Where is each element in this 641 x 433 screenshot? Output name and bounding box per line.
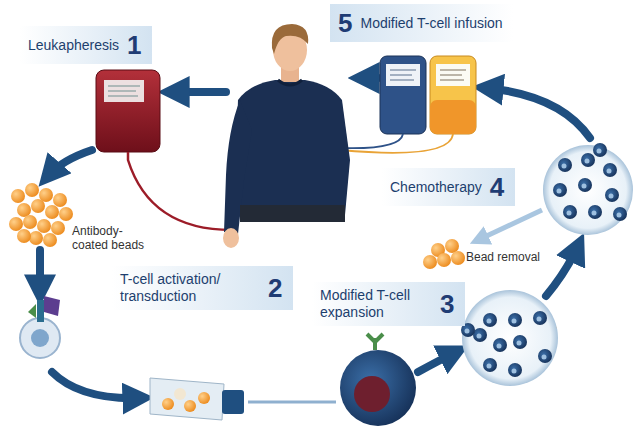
t-cell-receptor	[20, 296, 60, 358]
step-banner: 5 Modified T-cell infusion	[330, 4, 513, 42]
infusion-bags	[340, 56, 476, 153]
step-banner: Modified T-cell expansion 3	[312, 282, 465, 326]
step-number: 1	[127, 31, 141, 59]
step-number: 4	[490, 173, 504, 201]
step-label: Chemotherapy	[390, 179, 482, 196]
step-label: Modified T-cell expansion	[320, 287, 432, 321]
expansion-dish	[462, 290, 558, 386]
step-banner: Leukapheresis 1	[20, 26, 152, 64]
step-number: 3	[440, 290, 454, 318]
step-number: 2	[268, 274, 282, 302]
annotation: Bead removal	[466, 250, 566, 264]
step-banner: Chemotherapy 4	[382, 168, 515, 206]
patient-figure	[223, 24, 350, 248]
step-label: Modified T-cell infusion	[360, 15, 502, 32]
purified-cells-dish	[543, 145, 633, 235]
modified-t-cell	[340, 334, 416, 426]
culture-flask	[150, 378, 244, 420]
step-number: 5	[338, 9, 352, 37]
annotation: Antibody- coated beads	[72, 224, 150, 252]
step-label: Leukapheresis	[28, 37, 119, 54]
step-label: T-cell activation/ transduction	[120, 271, 260, 305]
step-banner: T-cell activation/ transduction 2	[112, 266, 293, 310]
blood-bag	[96, 70, 232, 230]
